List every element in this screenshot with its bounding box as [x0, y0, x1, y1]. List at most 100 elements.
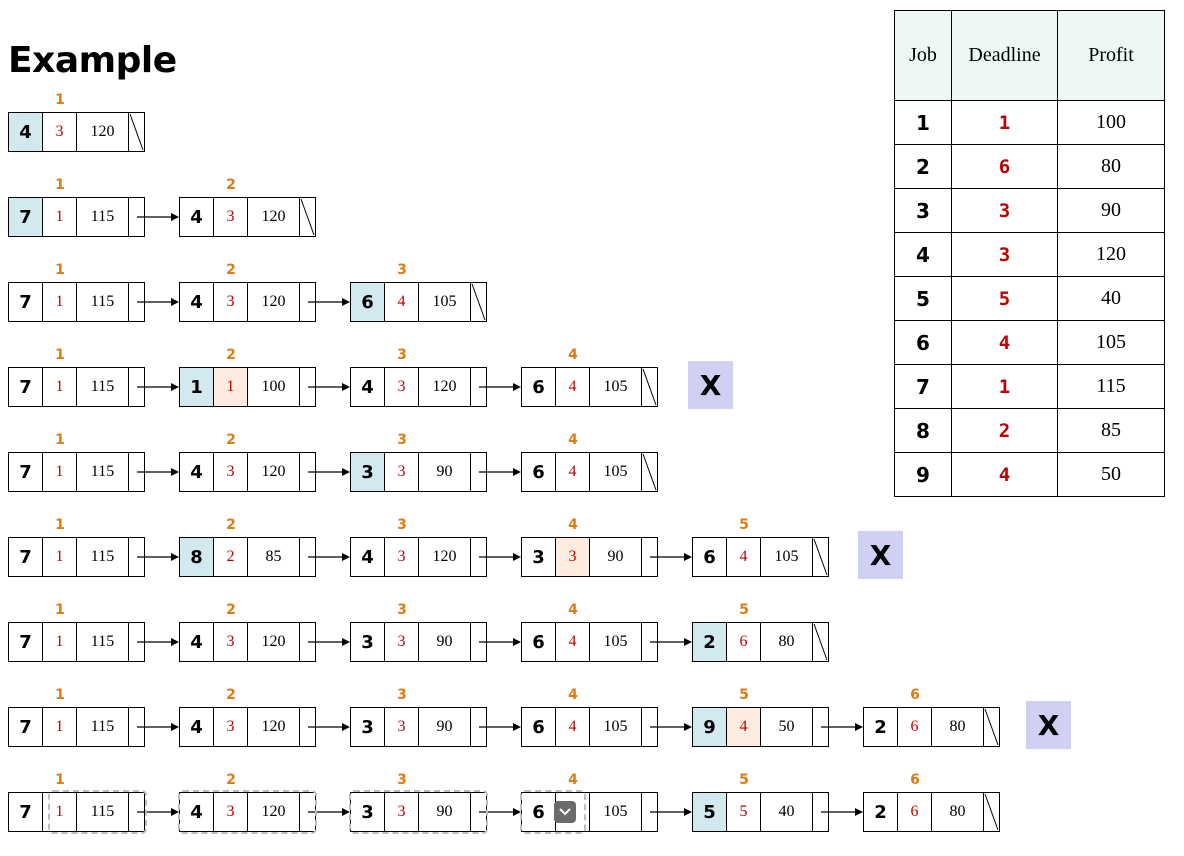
- node-profit-cell: 105: [761, 538, 813, 576]
- table-cell-deadline: 4: [951, 320, 1058, 365]
- null-pointer-cell: [642, 368, 657, 406]
- node-job-cell: 7: [9, 283, 43, 321]
- pointer-arrow: [308, 772, 352, 832]
- pointer-arrow: [308, 262, 352, 322]
- slot-index-label: 4: [568, 517, 578, 533]
- pointer-arrow: [137, 432, 181, 492]
- node-deadline-cell: 3: [385, 708, 419, 746]
- table-cell-job: 4: [894, 232, 952, 277]
- null-slash-icon: [129, 113, 144, 151]
- node-profit-cell: 100: [248, 368, 300, 406]
- header-job: Job: [894, 10, 952, 101]
- slot-index-label: 2: [226, 262, 236, 278]
- node-deadline-cell: 4: [556, 453, 590, 491]
- slot-index-label: 4: [568, 347, 578, 363]
- node-profit-cell: 80: [761, 623, 813, 661]
- table-cell-job: 8: [894, 408, 952, 453]
- node-job-cell: 7: [9, 623, 43, 661]
- table-cell-profit: 100: [1057, 100, 1165, 145]
- node-profit-cell: 115: [77, 623, 129, 661]
- null-slash-icon: [642, 453, 657, 491]
- node-deadline-cell: 4: [385, 283, 419, 321]
- slot-index-label: 1: [55, 177, 65, 193]
- node-deadline-cell: [556, 793, 590, 831]
- slot-index-label: 6: [910, 772, 920, 788]
- node-profit-cell: 90: [419, 453, 471, 491]
- node-profit-cell: 90: [419, 793, 471, 831]
- node-profit-cell: 105: [590, 368, 642, 406]
- slot-index-label: 3: [397, 432, 407, 448]
- node-job-cell: 8: [180, 538, 214, 576]
- node-profit-cell: 115: [77, 283, 129, 321]
- node-deadline-cell: 3: [214, 283, 248, 321]
- table-cell-deadline: 1: [951, 100, 1058, 145]
- node-profit-cell: 120: [248, 283, 300, 321]
- node-job-cell: 6: [522, 368, 556, 406]
- pointer-arrow: [479, 602, 523, 662]
- node-deadline-cell: 1: [43, 623, 77, 661]
- null-pointer-cell: [984, 708, 999, 746]
- slot-index-label: 2: [226, 517, 236, 533]
- node-deadline-cell: 3: [214, 453, 248, 491]
- node-profit-cell: 120: [248, 793, 300, 831]
- slot-index-label: 1: [55, 602, 65, 618]
- table-cell-profit: 115: [1057, 364, 1165, 409]
- header-deadline: Deadline: [951, 10, 1058, 101]
- node-profit-cell: 105: [590, 453, 642, 491]
- table-cell-profit: 105: [1057, 320, 1165, 365]
- node-job-cell: 6: [522, 453, 556, 491]
- node-profit-cell: 40: [761, 793, 813, 831]
- node-deadline-cell: 3: [385, 368, 419, 406]
- node-job-cell: 2: [864, 793, 898, 831]
- slot-index-label: 3: [397, 262, 407, 278]
- dropdown-chevron-button[interactable]: [554, 801, 576, 823]
- node-job-cell: 4: [180, 283, 214, 321]
- pointer-arrow: [137, 517, 181, 577]
- node-deadline-cell: 1: [43, 368, 77, 406]
- node-deadline-cell: 6: [898, 793, 932, 831]
- node-profit-cell: 115: [77, 453, 129, 491]
- null-slash-icon: [300, 198, 315, 236]
- null-pointer-cell: [813, 538, 828, 576]
- table-cell-profit: 85: [1057, 408, 1165, 453]
- node-profit-cell: 80: [932, 793, 984, 831]
- pointer-arrow: [308, 347, 352, 407]
- pointer-arrow: [137, 347, 181, 407]
- slot-index-label: 2: [226, 687, 236, 703]
- node-profit-cell: 50: [761, 708, 813, 746]
- node-deadline-cell: 3: [214, 793, 248, 831]
- slot-index-label: 4: [568, 602, 578, 618]
- node-job-cell: 4: [180, 623, 214, 661]
- node-job-cell: 3: [351, 453, 385, 491]
- node-job-cell: 7: [9, 793, 43, 831]
- header-profit: Profit: [1057, 10, 1165, 101]
- node-job-cell: 6: [522, 708, 556, 746]
- node-profit-cell: 120: [248, 453, 300, 491]
- pointer-arrow: [650, 772, 694, 832]
